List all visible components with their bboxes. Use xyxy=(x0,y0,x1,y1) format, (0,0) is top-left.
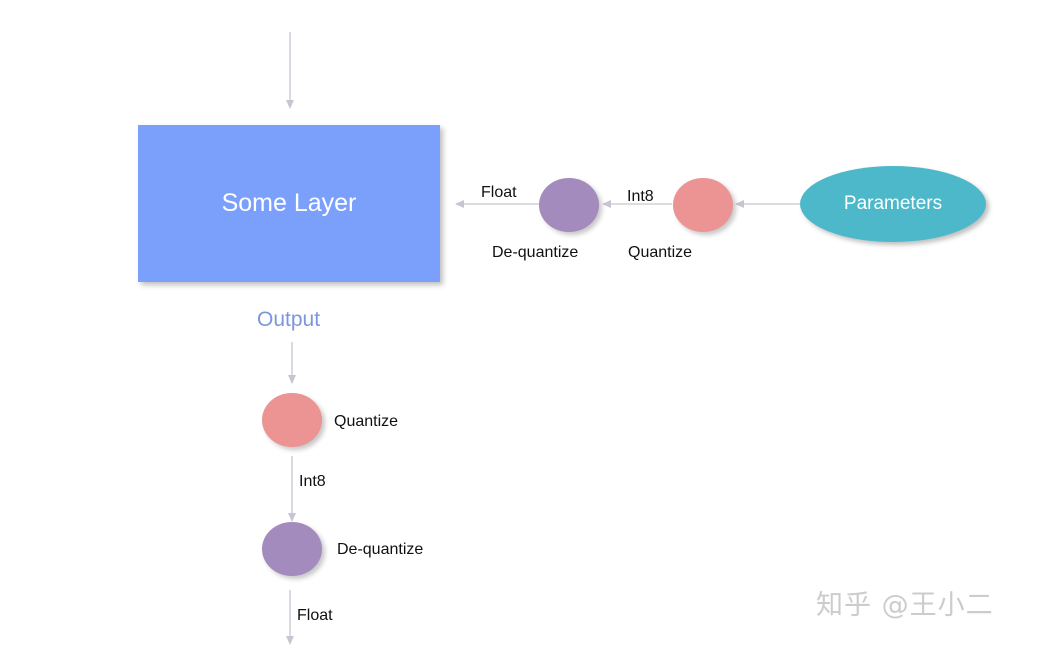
bottom-dequantize-circle xyxy=(262,522,322,576)
some-layer-box: Some Layer xyxy=(138,125,440,282)
bottom-dequantize-label: De-quantize xyxy=(337,541,424,558)
bottom-float-label: Float xyxy=(297,607,333,624)
parameters-ellipse: Parameters xyxy=(800,166,986,242)
output-label: Output xyxy=(257,308,321,331)
top-quantize-label: Quantize xyxy=(628,244,693,261)
some-layer-label: Some Layer xyxy=(221,189,357,217)
zhihu-watermark: 知乎 @王小二 xyxy=(816,590,994,621)
bottom-int8-label: Int8 xyxy=(299,473,326,490)
top-dequantize-circle xyxy=(539,178,599,232)
top-dequantize-label: De-quantize xyxy=(492,244,579,261)
bottom-quantize-label: Quantize xyxy=(334,413,399,430)
top-quantize-circle xyxy=(673,178,733,232)
top-float-label: Float xyxy=(481,184,517,201)
parameters-label: Parameters xyxy=(843,193,943,214)
bottom-quantize-circle xyxy=(262,393,322,447)
top-int8-label: Int8 xyxy=(627,188,654,205)
